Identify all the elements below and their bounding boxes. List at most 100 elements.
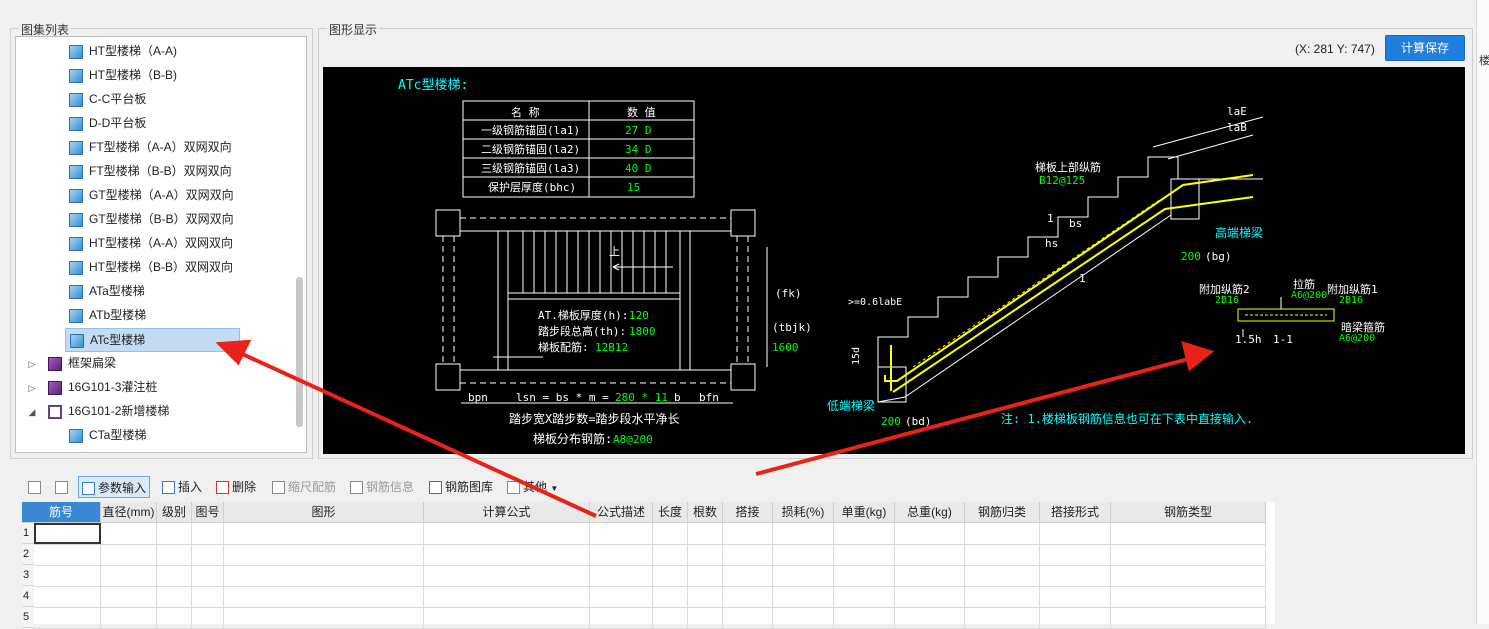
section-bg-label: (bg) bbox=[1205, 250, 1232, 263]
row-number[interactable]: 1 bbox=[22, 523, 34, 544]
table-header-value: 数 值 bbox=[627, 106, 656, 119]
tree-item[interactable]: GT型楼梯（A-A）双网双向 bbox=[65, 184, 238, 206]
plan-tbjk-label: (tbjk) bbox=[772, 321, 812, 334]
section-lae-label: laE bbox=[1227, 105, 1247, 118]
section-anchor-label: >=0.6labE bbox=[848, 297, 902, 308]
active-cell[interactable] bbox=[34, 523, 101, 544]
plan-thickness-value: 120 bbox=[629, 309, 649, 322]
rebar-info-button[interactable]: 钢筋信息 bbox=[350, 476, 414, 498]
column-gridline bbox=[589, 523, 590, 628]
drawing-canvas[interactable]: ATc型楼梯: 名 称 数 值 一级钢筋锚固(la1) 27 D 二级钢筋锚固(… bbox=[323, 67, 1465, 454]
tree-folder[interactable]: ◢ 16G101-2新增楼梯 bbox=[26, 400, 173, 422]
plan-thickness-label: AT.梯板厚度(h): bbox=[538, 308, 628, 322]
tree-item[interactable]: ATa型楼梯 bbox=[65, 280, 149, 302]
expand-arrow-icon[interactable]: ▷ bbox=[28, 358, 36, 369]
section-15d-label: 15d bbox=[851, 347, 862, 365]
plan-b-label: b bbox=[674, 391, 681, 404]
column-header[interactable]: 搭接形式 bbox=[1040, 502, 1111, 523]
detail-add1-value: 2B16 bbox=[1339, 295, 1363, 306]
arrow-up-icon bbox=[28, 481, 41, 495]
calculate-save-button[interactable]: 计算保存 bbox=[1385, 35, 1465, 61]
table-row-value: 34 D bbox=[625, 143, 652, 156]
tree-item-label: FT型楼梯（B-B）双网双向 bbox=[89, 164, 232, 178]
column-header[interactable]: 根数 bbox=[688, 502, 723, 523]
plan-height-label: 踏步段总高(th): bbox=[538, 324, 626, 338]
param-input-icon bbox=[82, 482, 95, 496]
drawing-doc-icon bbox=[69, 428, 83, 443]
table-row-name: 保护层厚度(bhc) bbox=[488, 180, 576, 194]
tree-item-label: ATa型楼梯 bbox=[89, 284, 145, 298]
row-number[interactable]: 4 bbox=[22, 586, 34, 607]
column-header[interactable]: 长度 bbox=[653, 502, 688, 523]
tree-item[interactable]: HT型楼梯（B-B）双网双向 bbox=[65, 256, 237, 278]
section-low-beam-dim: 200 bbox=[881, 415, 901, 428]
column-header[interactable]: 钢筋归类 bbox=[965, 502, 1040, 523]
move-down-button[interactable] bbox=[55, 476, 71, 498]
section-la-label: laB bbox=[1227, 121, 1247, 134]
table-row-name: 二级钢筋锚固(la2) bbox=[481, 142, 580, 156]
move-up-button[interactable] bbox=[28, 476, 44, 498]
rebar-table[interactable]: 筋号直径(mm)级别图号图形计算公式公式描述长度根数搭接损耗(%)单重(kg)总… bbox=[22, 502, 1275, 629]
section-high-beam-dim: 200 bbox=[1181, 250, 1201, 263]
tree-item-label: HT型楼梯（A-A) bbox=[89, 44, 177, 58]
column-header[interactable]: 单重(kg) bbox=[834, 502, 895, 523]
param-input-button[interactable]: 参数输入 bbox=[78, 476, 151, 498]
tree-scrollbar[interactable] bbox=[296, 277, 303, 427]
tree-item[interactable]: D-D平台板 bbox=[65, 112, 150, 134]
column-header[interactable]: 级别 bbox=[157, 502, 192, 523]
delete-button[interactable]: 删除 bbox=[216, 476, 256, 498]
tree-item[interactable]: HT型楼梯（A-A) bbox=[65, 40, 181, 62]
column-header[interactable]: 总重(kg) bbox=[895, 502, 965, 523]
row-number[interactable]: 2 bbox=[22, 544, 34, 565]
column-gridline bbox=[722, 523, 723, 628]
column-header[interactable]: 图号 bbox=[192, 502, 224, 523]
tree-item-label: 16G101-3灌注桩 bbox=[68, 380, 158, 394]
column-header[interactable]: 损耗(%) bbox=[773, 502, 834, 523]
rebar-library-button[interactable]: 钢筋图库 bbox=[429, 476, 493, 498]
plan-up-label: 上 bbox=[609, 245, 620, 258]
scale-rebar-button[interactable]: 缩尺配筋 bbox=[272, 476, 336, 498]
tree-item[interactable]: C-C平台板 bbox=[65, 88, 150, 110]
column-header[interactable]: 直径(mm) bbox=[101, 502, 157, 523]
column-header[interactable]: 搭接 bbox=[723, 502, 773, 523]
insert-button[interactable]: 插入 bbox=[162, 476, 202, 498]
plan-bfn-label: bfn bbox=[699, 391, 719, 404]
tree-item[interactable]: FT型楼梯（A-A）双网双向 bbox=[65, 136, 236, 158]
column-header[interactable]: 筋号 bbox=[22, 502, 101, 523]
tree-item[interactable]: HT型楼梯（B-B) bbox=[65, 64, 181, 86]
plan-dist-value: A8@200 bbox=[613, 433, 653, 446]
tree-item-label: ATb型楼梯 bbox=[89, 308, 147, 322]
tree-item[interactable]: ATb型楼梯 bbox=[65, 304, 150, 326]
table-row-value: 15 bbox=[627, 181, 640, 194]
tree-item[interactable]: CTa型楼梯 bbox=[65, 424, 150, 446]
tree-item[interactable]: FT型楼梯（B-B）双网双向 bbox=[65, 160, 236, 182]
graphic-display-title: 图形显示 bbox=[327, 21, 380, 38]
row-number[interactable]: 3 bbox=[22, 565, 34, 586]
tree-item[interactable]: HT型楼梯（A-A）双网双向 bbox=[65, 232, 237, 254]
section-bd-label: (bd) bbox=[905, 415, 932, 428]
tree-item-label: 16G101-2新增楼梯 bbox=[68, 404, 170, 418]
rebar-info-icon bbox=[350, 481, 363, 495]
drawing-doc-icon bbox=[69, 68, 83, 83]
detail-tie-label: 拉筋 bbox=[1293, 277, 1315, 291]
column-gridline bbox=[1110, 523, 1111, 628]
section-cut-marker: 1 bbox=[1047, 212, 1054, 225]
drawing-doc-icon bbox=[69, 44, 83, 59]
book-icon bbox=[48, 404, 62, 419]
detail-hidden-beam-label: 暗梁箍筋 bbox=[1341, 320, 1385, 334]
collapse-arrow-icon[interactable]: ◢ bbox=[28, 406, 36, 417]
tree-item[interactable]: GT型楼梯（B-B）双网双向 bbox=[65, 208, 238, 230]
detail-add2-value: 2B16 bbox=[1215, 295, 1239, 306]
column-header[interactable]: 钢筋类型 bbox=[1111, 502, 1266, 523]
column-gridline bbox=[833, 523, 834, 628]
tree-folder[interactable]: ▷ 16G101-3灌注桩 bbox=[26, 376, 161, 398]
expand-arrow-icon[interactable]: ▷ bbox=[28, 382, 36, 393]
column-header[interactable]: 公式描述 bbox=[590, 502, 653, 523]
tree-item-label: FT型楼梯（A-A）双网双向 bbox=[89, 140, 232, 154]
column-header[interactable]: 图形 bbox=[224, 502, 424, 523]
red-arrow-line bbox=[237, 350, 597, 518]
tree-folder[interactable]: ▷框架扁梁 bbox=[26, 352, 120, 374]
tree-item[interactable]: ATc型楼梯 bbox=[65, 328, 240, 352]
column-header[interactable]: 计算公式 bbox=[424, 502, 590, 523]
